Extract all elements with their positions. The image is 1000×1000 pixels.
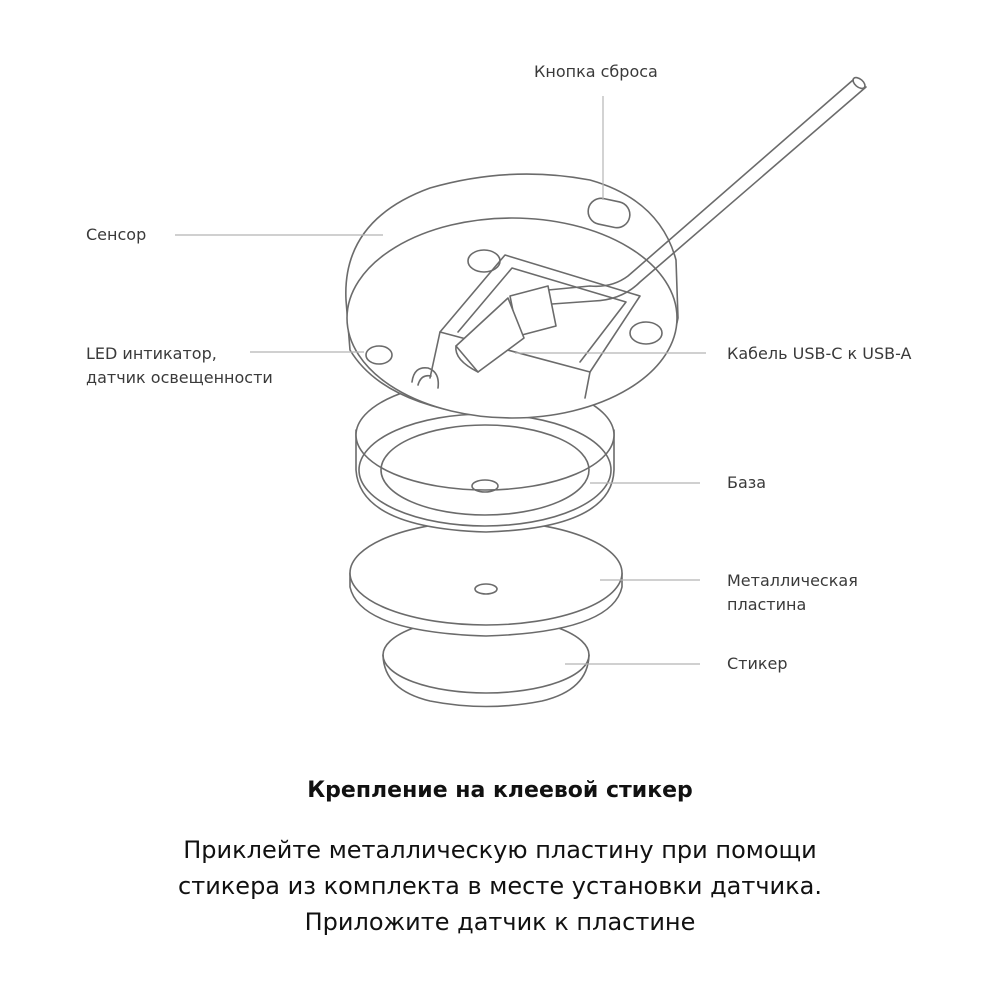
label-sensor: Сенсор: [86, 225, 147, 244]
usb-cable-part: [455, 76, 867, 373]
label-cable: Кабель USB-C к USB-A: [727, 344, 912, 363]
metal-plate-part: [349, 520, 623, 637]
label-base: База: [727, 473, 767, 492]
label-sticker: Стикер: [727, 654, 788, 673]
caption-line-2: стикера из комплекта в месте установки д…: [178, 872, 822, 900]
label-metal-plate: Металлическая пластина: [727, 569, 858, 617]
label-plate-line-2: пластина: [727, 595, 807, 614]
label-plate-line-1: Металлическая: [727, 571, 858, 590]
caption-title: Крепление на клеевой стикер: [307, 778, 693, 803]
caption-body: Приклейте металлическую пластину при пом…: [0, 832, 1000, 940]
label-led-line-2: датчик освещенности: [86, 368, 273, 387]
leader-lines: [175, 96, 706, 665]
caption-line-1: Приклейте металлическую пластину при пом…: [183, 836, 817, 864]
label-led-indicator: LED интикатор, датчик освещенности: [86, 342, 273, 390]
label-reset-button: Кнопка сброса: [534, 62, 658, 81]
label-led-line-1: LED интикатор,: [86, 344, 217, 363]
caption-line-3: Приложите датчик к пластине: [304, 908, 696, 936]
